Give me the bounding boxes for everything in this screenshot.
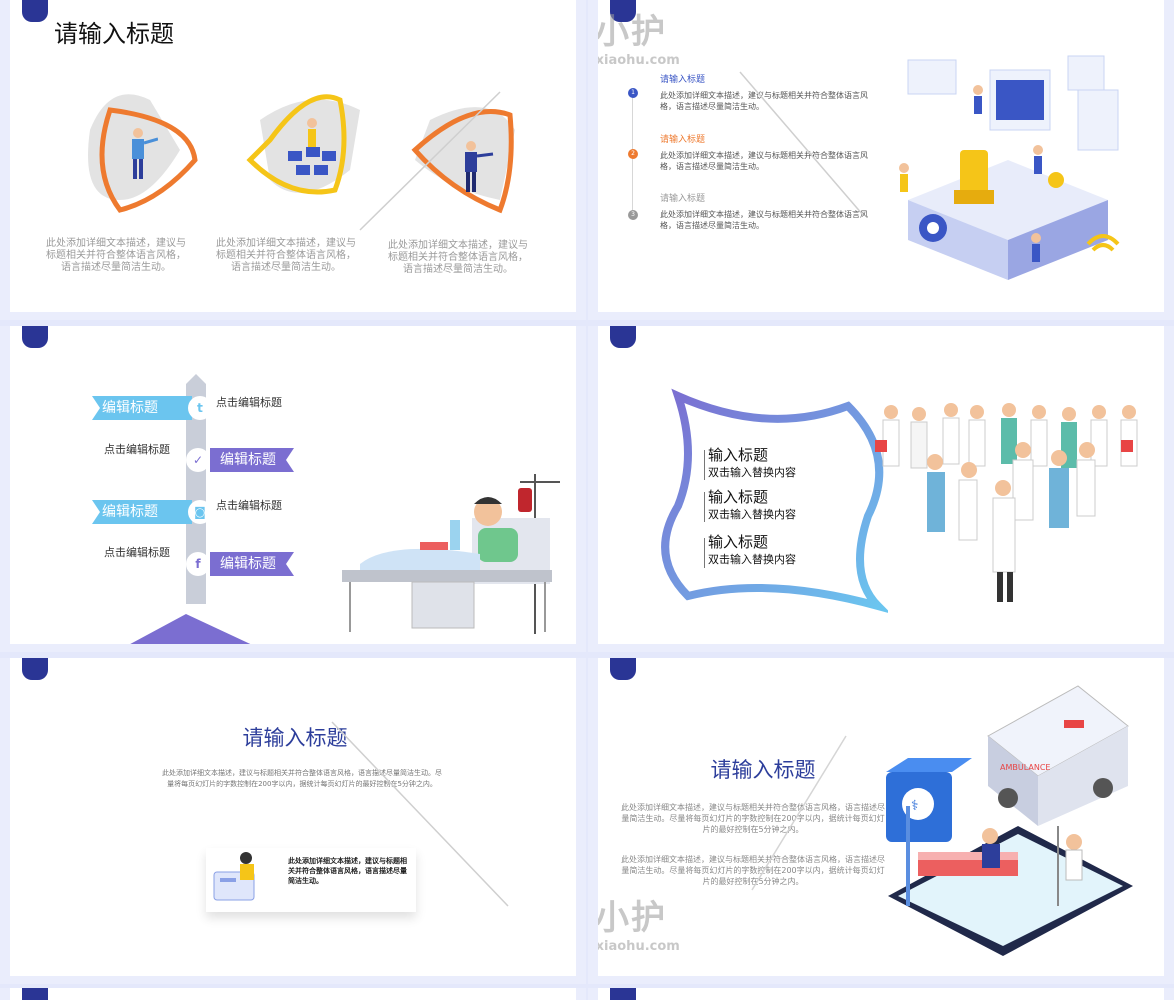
section-title: 请输入标题: [710, 758, 816, 782]
tag-2-label: 编辑标题: [220, 452, 276, 468]
slide-4[interactable]: 输入标题 双击输入替换内容 输入标题 双击输入替换内容 输入标题 双击输入替换内…: [588, 326, 1174, 652]
step-text-3: 此处添加详细文本描述，建议与标题相关并符合整体语言风格，语言描述尽量简洁生动。: [660, 210, 868, 230]
step-num-1: 1: [628, 88, 638, 98]
item-title-3: 输入标题: [708, 533, 769, 551]
note-text: 此处添加详细文本描述，建议与标题相关并符合整体语言风格，语言描述尽量简洁生动。: [288, 857, 407, 885]
slide-1[interactable]: 请输入标题 此处添加详细文本描述，建议与标题相关并符合整体语言风格，语言描述尽量…: [0, 0, 586, 320]
tag-4-label: 编辑标题: [220, 556, 276, 572]
diagonal-line: [359, 91, 501, 231]
tag-2[interactable]: 编辑标题: [210, 448, 294, 472]
laptop-person-icon: [213, 852, 255, 901]
watermark: 帮小护 bangxiaohu.com: [588, 890, 680, 954]
desc-3: 此处添加详细文本描述，建议与标题相关并符合整体语言风格，语言描述尽量简洁生动。: [388, 240, 528, 275]
slide-5[interactable]: 请输入标题 此处添加详细文本描述，建议与标题相关并符合整体语言风格，语言描述尽量…: [0, 658, 586, 984]
tag-3[interactable]: 编辑标题: [92, 500, 192, 524]
item-sub-2: 双击输入替换内容: [708, 508, 796, 521]
bar-2: [704, 492, 705, 522]
medical-staff-illustration: [875, 403, 1138, 602]
check-icon: ✓: [186, 448, 210, 472]
page-title: 请输入标题: [54, 20, 174, 48]
step-text-1: 此处添加详细文本描述，建议与标题相关并符合整体语言风格，语言描述尽量简洁生动。: [660, 91, 868, 111]
step-title-3: 请输入标题: [660, 194, 706, 204]
hospital-tablet-illustration: AMBULANCE ⚕: [886, 685, 1133, 956]
businessman-icon: [465, 141, 494, 192]
section-title: 请输入标题: [242, 726, 348, 750]
item-title-1: 输入标题: [708, 446, 769, 464]
bar-1: [704, 450, 705, 480]
slide-2[interactable]: 1 请输入标题 此处添加详细文本描述，建议与标题相关并符合整体语言风格，语言描述…: [588, 0, 1174, 320]
wavy-frame: [661, 388, 888, 613]
signpost-base: [130, 374, 251, 644]
step-num-2: 2: [628, 149, 638, 159]
step-title-1: 请输入标题: [660, 75, 706, 85]
tag-1-label: 编辑标题: [102, 400, 158, 416]
item-sub-3: 双击输入替换内容: [708, 553, 796, 566]
watermark: 帮小护 bangxiaohu.com: [588, 4, 680, 68]
tag-3-label: 编辑标题: [102, 504, 158, 520]
watermark-cn: 帮小护: [594, 12, 667, 52]
paragraph-2: 此处添加详细文本描述，建议与标题相关并符合整体语言风格，语言描述尽量简洁生动。尽…: [621, 855, 885, 886]
slide-7-partial[interactable]: [0, 988, 586, 1000]
slide-tab: [610, 0, 636, 22]
item-title-2: 输入标题: [708, 488, 769, 506]
slide-tab: [22, 0, 48, 22]
person-icon: [132, 128, 158, 179]
slide-6[interactable]: 请输入标题 此处添加详细文本描述，建议与标题相关并符合整体语言风格，语言描述尽量…: [588, 658, 1174, 984]
molecule-icon: [288, 118, 336, 175]
facebook-icon: f: [186, 552, 210, 576]
desc-1: 此处添加详细文本描述，建议与标题相关并符合整体语言风格，语言描述尽量简洁生动。: [46, 238, 186, 273]
tag-4[interactable]: 编辑标题: [210, 552, 294, 576]
slide-tab: [22, 988, 48, 1000]
twitter-icon: t: [188, 396, 212, 420]
ambulance-text: AMBULANCE: [1000, 763, 1050, 772]
paragraph-1: 此处添加详细文本描述，建议与标题相关并符合整体语言风格，语言描述尽量简洁生动。尽…: [621, 803, 885, 834]
tag-1[interactable]: 编辑标题: [92, 396, 192, 420]
section-text: 此处添加详细文本描述，建议与标题相关并符合整体语言风格，语言描述尽量简洁生动。尽…: [162, 769, 442, 788]
slide-tab: [22, 326, 48, 348]
click-label-3[interactable]: 点击编辑标题: [216, 499, 282, 512]
slide-tab: [610, 326, 636, 348]
watermark-en: bangxiaohu.com: [588, 939, 680, 954]
click-label-2[interactable]: 点击编辑标题: [104, 443, 170, 456]
instagram-icon: ◙: [188, 500, 212, 524]
diagonal-line: [331, 721, 509, 907]
slide-tab: [610, 988, 636, 1000]
diagonal-line: [751, 735, 847, 891]
watermark-cn: 帮小护: [594, 898, 667, 938]
hospital-bed-illustration: [342, 474, 560, 634]
svg-text:⚕: ⚕: [911, 798, 919, 814]
click-label-1[interactable]: 点击编辑标题: [216, 396, 282, 409]
step-title-2: 请输入标题: [660, 135, 706, 145]
item-sub-1: 双击输入替换内容: [708, 466, 796, 479]
diagonal-line: [739, 71, 864, 216]
slide-tab: [610, 658, 636, 680]
tech-office-illustration: [899, 55, 1120, 280]
step-text-2: 此处添加详细文本描述，建议与标题相关并符合整体语言风格，语言描述尽量简洁生动。: [660, 151, 868, 171]
step-num-3: 3: [628, 210, 638, 220]
desc-2: 此处添加详细文本描述，建议与标题相关并符合整体语言风格，语言描述尽量简洁生动。: [216, 238, 356, 273]
slide-8-partial[interactable]: [588, 988, 1174, 1000]
slide-tab: [22, 658, 48, 680]
slide-3[interactable]: 编辑标题 t 点击编辑标题 点击编辑标题 ✓ 编辑标题 编辑标题 ◙ 点击编辑标…: [0, 326, 586, 652]
watermark-en: bangxiaohu.com: [588, 53, 680, 68]
bar-3: [704, 538, 705, 568]
click-label-4[interactable]: 点击编辑标题: [104, 546, 170, 559]
